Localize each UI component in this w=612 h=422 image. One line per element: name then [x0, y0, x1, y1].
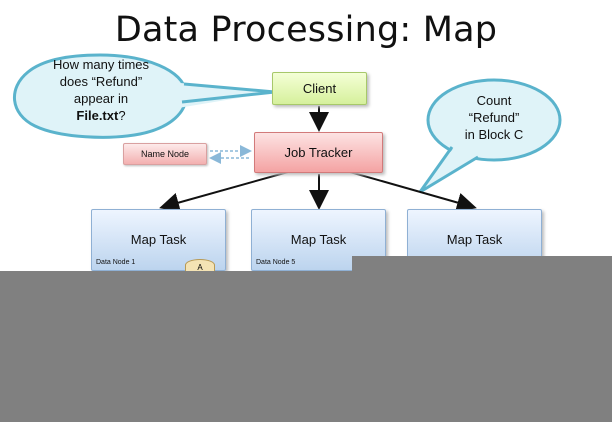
map-task-label: Map Task — [446, 232, 503, 247]
job-tracker-box: Job Tracker — [254, 132, 383, 173]
count-bubble-shape — [426, 78, 562, 162]
map-task-label: Map Task — [130, 232, 187, 247]
arrow-tracker-to-map-3 — [349, 171, 477, 213]
question-bubble-text: How many times does “Refund” appear in F… — [26, 56, 176, 124]
data-node-label: Data Node 1 — [96, 259, 136, 266]
client-label: Client — [302, 81, 337, 96]
file-name: File.txt — [76, 108, 119, 123]
job-tracker-label: Job Tracker — [284, 145, 353, 160]
question-mark: ? — [118, 108, 126, 123]
client-box: Client — [272, 72, 367, 105]
count-line-2: “Refund” — [468, 110, 520, 125]
name-node-box: Name Node — [123, 143, 207, 165]
name-node-label: Name Node — [140, 149, 190, 159]
question-line-4: File.txt? — [26, 107, 176, 124]
count-bubble-text: Count “Refund” in Block C — [436, 92, 552, 143]
count-line-3: in Block C — [464, 127, 524, 142]
arrow-tracker-to-map-1 — [159, 171, 289, 213]
page-title: Data Processing: Map — [114, 10, 498, 50]
count-line-1: Count — [476, 93, 512, 108]
question-line-1: How many times — [52, 57, 150, 72]
question-line-3: appear in — [73, 91, 129, 106]
map-task-label: Map Task — [290, 232, 347, 247]
count-bubble-tail — [420, 146, 478, 192]
disk-block-label: A — [197, 263, 203, 272]
question-line-2: does “Refund” — [59, 74, 143, 89]
data-node-label: Data Node 5 — [256, 259, 296, 266]
question-bubble-shape — [12, 53, 188, 139]
occluding-region-top — [352, 256, 612, 272]
occluding-region — [0, 271, 612, 422]
